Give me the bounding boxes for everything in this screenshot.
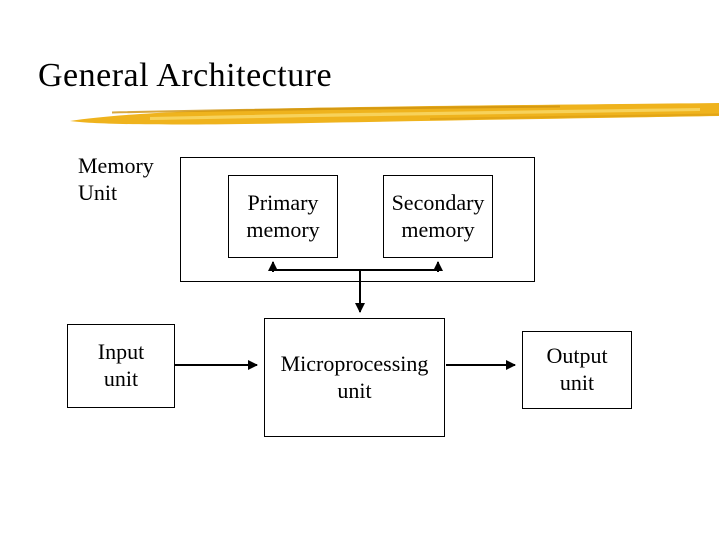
primary-memory-box: Primary memory bbox=[228, 175, 338, 258]
input-unit-box: Input unit bbox=[67, 324, 175, 408]
secondary-memory-box: Secondary memory bbox=[383, 175, 493, 258]
output-unit-box: Output unit bbox=[522, 331, 632, 409]
primary-memory-label: Primary memory bbox=[246, 189, 320, 242]
memory-unit-label: Memory Unit bbox=[78, 153, 154, 205]
output-unit-label: Output unit bbox=[546, 343, 608, 395]
input-unit-label: Input unit bbox=[97, 339, 145, 391]
microprocessing-unit-label: Microprocessing unit bbox=[280, 350, 429, 403]
slide-title: General Architecture bbox=[38, 57, 333, 94]
secondary-memory-label: Secondary memory bbox=[391, 189, 485, 242]
microprocessing-unit-box: Microprocessing unit bbox=[264, 318, 445, 437]
